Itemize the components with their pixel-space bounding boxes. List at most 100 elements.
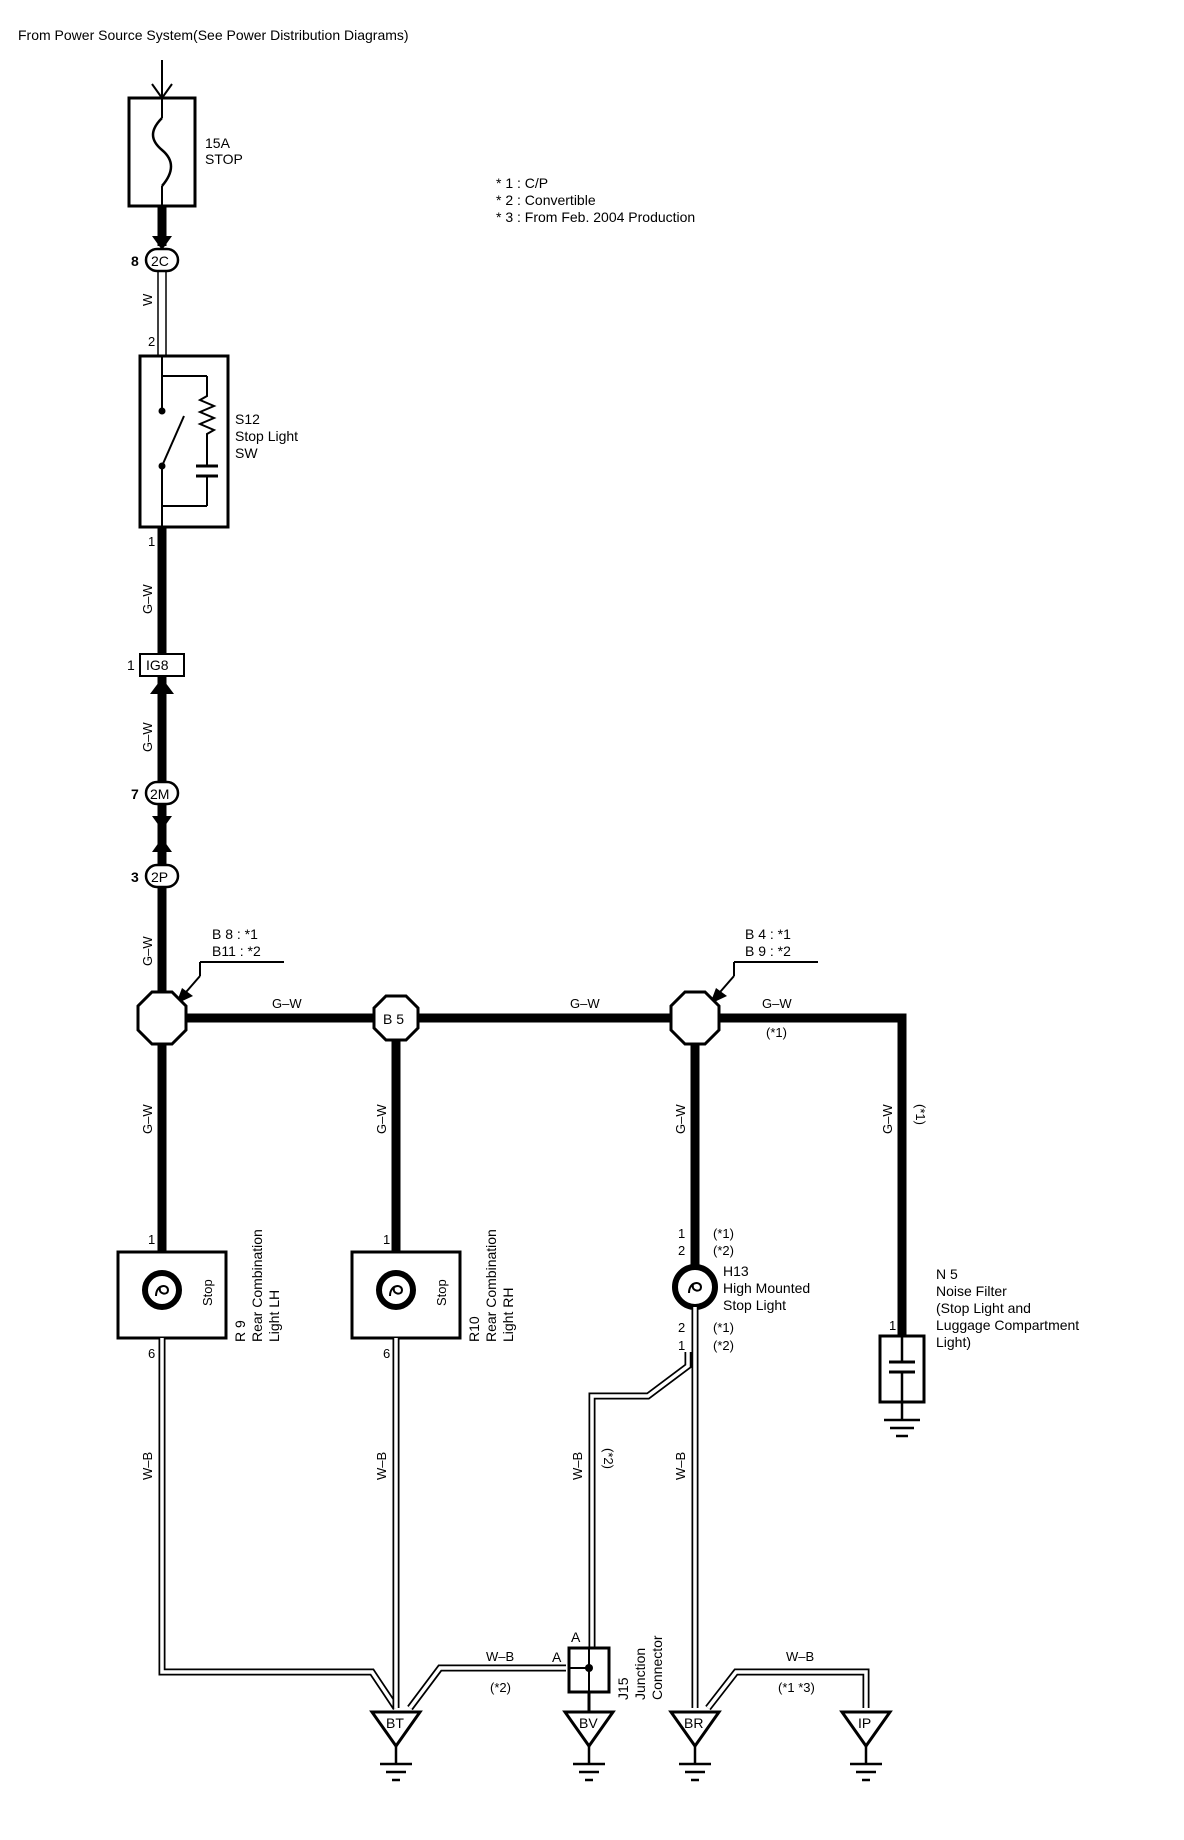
hm-name-1: High Mounted [723,1280,810,1296]
svg-text:IG8: IG8 [146,657,169,673]
connector-B5: B 5 [372,994,420,1042]
rear-light-rh [350,1250,462,1340]
nf-name-1: Noise Filter [936,1283,1007,1299]
hm-pin-b2-note: (*2) [713,1338,734,1353]
wire-label-gw-rh: G–W [374,1104,389,1134]
wire-label-wb-hm: W–B [673,1452,688,1480]
wire-label-star1-bus: (*1) [766,1025,787,1040]
hm-pin-t1-note: (*1) [713,1226,734,1241]
svg-text:IP: IP [858,1715,871,1731]
lh-function: Stop [200,1279,215,1306]
connector-IG8-pin: 1 [127,657,135,673]
rear-light-lh [116,1250,228,1340]
lh-pin-top: 1 [148,1232,155,1247]
svg-text:BV: BV [579,1715,598,1731]
wire-label-gw-1: G–W [140,584,155,614]
wire-label-w: W [140,293,155,306]
fuse-name: STOP [205,151,243,167]
wire-label-wb-ip: W–B [786,1649,814,1664]
connector-2M-pin: 7 [131,786,139,802]
rh-name-1: Rear Combination [483,1229,499,1342]
ground-br: BR [668,1710,722,1782]
wire-label-star13-ip: (*1 *3) [778,1680,815,1695]
power-source-title: From Power Source System(See Power Distr… [18,27,409,43]
hm-pin-b2: 1 [678,1338,685,1353]
svg-text:BT: BT [386,1715,404,1731]
wire-label-star1-nf: (*1) [913,1104,928,1125]
wire-label-gw-bus-1: G–W [272,996,302,1011]
wire-label-star2-j15: (*2) [601,1448,616,1469]
ground-ip: IP [839,1710,893,1782]
stop-light-switch [138,354,230,529]
wire-label-gw-bus-3: G–W [762,996,792,1011]
junction-node-left [136,990,188,1046]
wire-label-gw-lh: G–W [140,1104,155,1134]
j15-name-2: Connector [649,1635,665,1700]
hm-pin-t1: 1 [678,1226,685,1241]
hm-pin-t2-note: (*2) [713,1243,734,1258]
junction-right-label-2: B 9 : *2 [745,943,791,959]
switch-pin-bottom: 1 [148,534,155,549]
hm-id: H13 [723,1263,749,1279]
rh-name-2: Light RH [500,1288,516,1342]
wire-label-gw-2: G–W [140,722,155,752]
connector-2M: 2M [144,780,180,806]
svg-text:2P: 2P [151,869,168,885]
lh-name-2: Light LH [266,1290,282,1342]
connector-2C-pin: 8 [131,253,139,269]
rh-pin-top: 1 [383,1232,390,1247]
wire-label-wb-bt: W–B [486,1649,514,1664]
connector-2P-pin: 3 [131,869,139,885]
wire-label-wb-rh: W–B [374,1452,389,1480]
switch-pin-top: 2 [148,334,155,349]
junction-connector-j15 [567,1646,611,1694]
wire-label-gw-nf: G–W [880,1104,895,1134]
j15-pin-top: A [571,1629,581,1645]
fuse-rating: 15A [205,135,231,151]
connector-2C: 2C [144,247,180,273]
ground-bv: BV [562,1710,616,1782]
switch-name-2: SW [235,445,258,461]
j15-id: J15 [615,1677,631,1700]
wire-label-gw-bus-2: G–W [570,996,600,1011]
note-2: * 2 : Convertible [496,192,596,208]
lh-pin-bottom: 6 [148,1346,155,1361]
junction-left-label-1: B 8 : *1 [212,926,258,942]
note-3: * 3 : From Feb. 2004 Production [496,209,695,225]
wire-label-gw-hm: G–W [673,1104,688,1134]
nf-pin: 1 [889,1318,896,1333]
notes-legend: * 1 : C/P * 2 : Convertible * 3 : From F… [496,175,695,225]
connector-IG8: IG8 [139,653,185,677]
j15-name-1: Junction [632,1648,648,1700]
note-1: * 1 : C/P [496,175,548,191]
switch-id: S12 [235,411,260,427]
rh-pin-bottom: 6 [383,1346,390,1361]
hm-name-2: Stop Light [723,1297,786,1313]
junction-left-label-2: B11 : *2 [212,943,261,959]
svg-text:2C: 2C [151,253,169,269]
ground-bt: BT [369,1710,423,1782]
wire-label-wb-lh: W–B [140,1452,155,1480]
rh-id: R10 [466,1316,482,1342]
input-arrow [151,60,173,100]
svg-text:2M: 2M [150,786,169,802]
junction-node-right [669,990,721,1046]
j15-pin-left: A [552,1649,562,1665]
wire-label-wb-j15: W–B [570,1452,585,1480]
nf-id: N 5 [936,1266,958,1282]
rh-function: Stop [434,1279,449,1306]
noise-filter [878,1334,926,1438]
nf-name-4: Light) [936,1334,971,1350]
high-mounted-stop-light [672,1264,718,1310]
nf-name-3: Luggage Compartment [936,1317,1079,1333]
ground-wires [158,1307,870,1712]
hm-pin-b1-note: (*1) [713,1320,734,1335]
svg-text:B 5: B 5 [383,1011,404,1027]
junction-right-label-1: B 4 : *1 [745,926,791,942]
switch-name-1: Stop Light [235,428,298,444]
hm-pin-t2: 2 [678,1243,685,1258]
lh-id: R 9 [232,1320,248,1342]
lh-name-1: Rear Combination [249,1229,265,1342]
wire-label-star2-bt: (*2) [490,1680,511,1695]
